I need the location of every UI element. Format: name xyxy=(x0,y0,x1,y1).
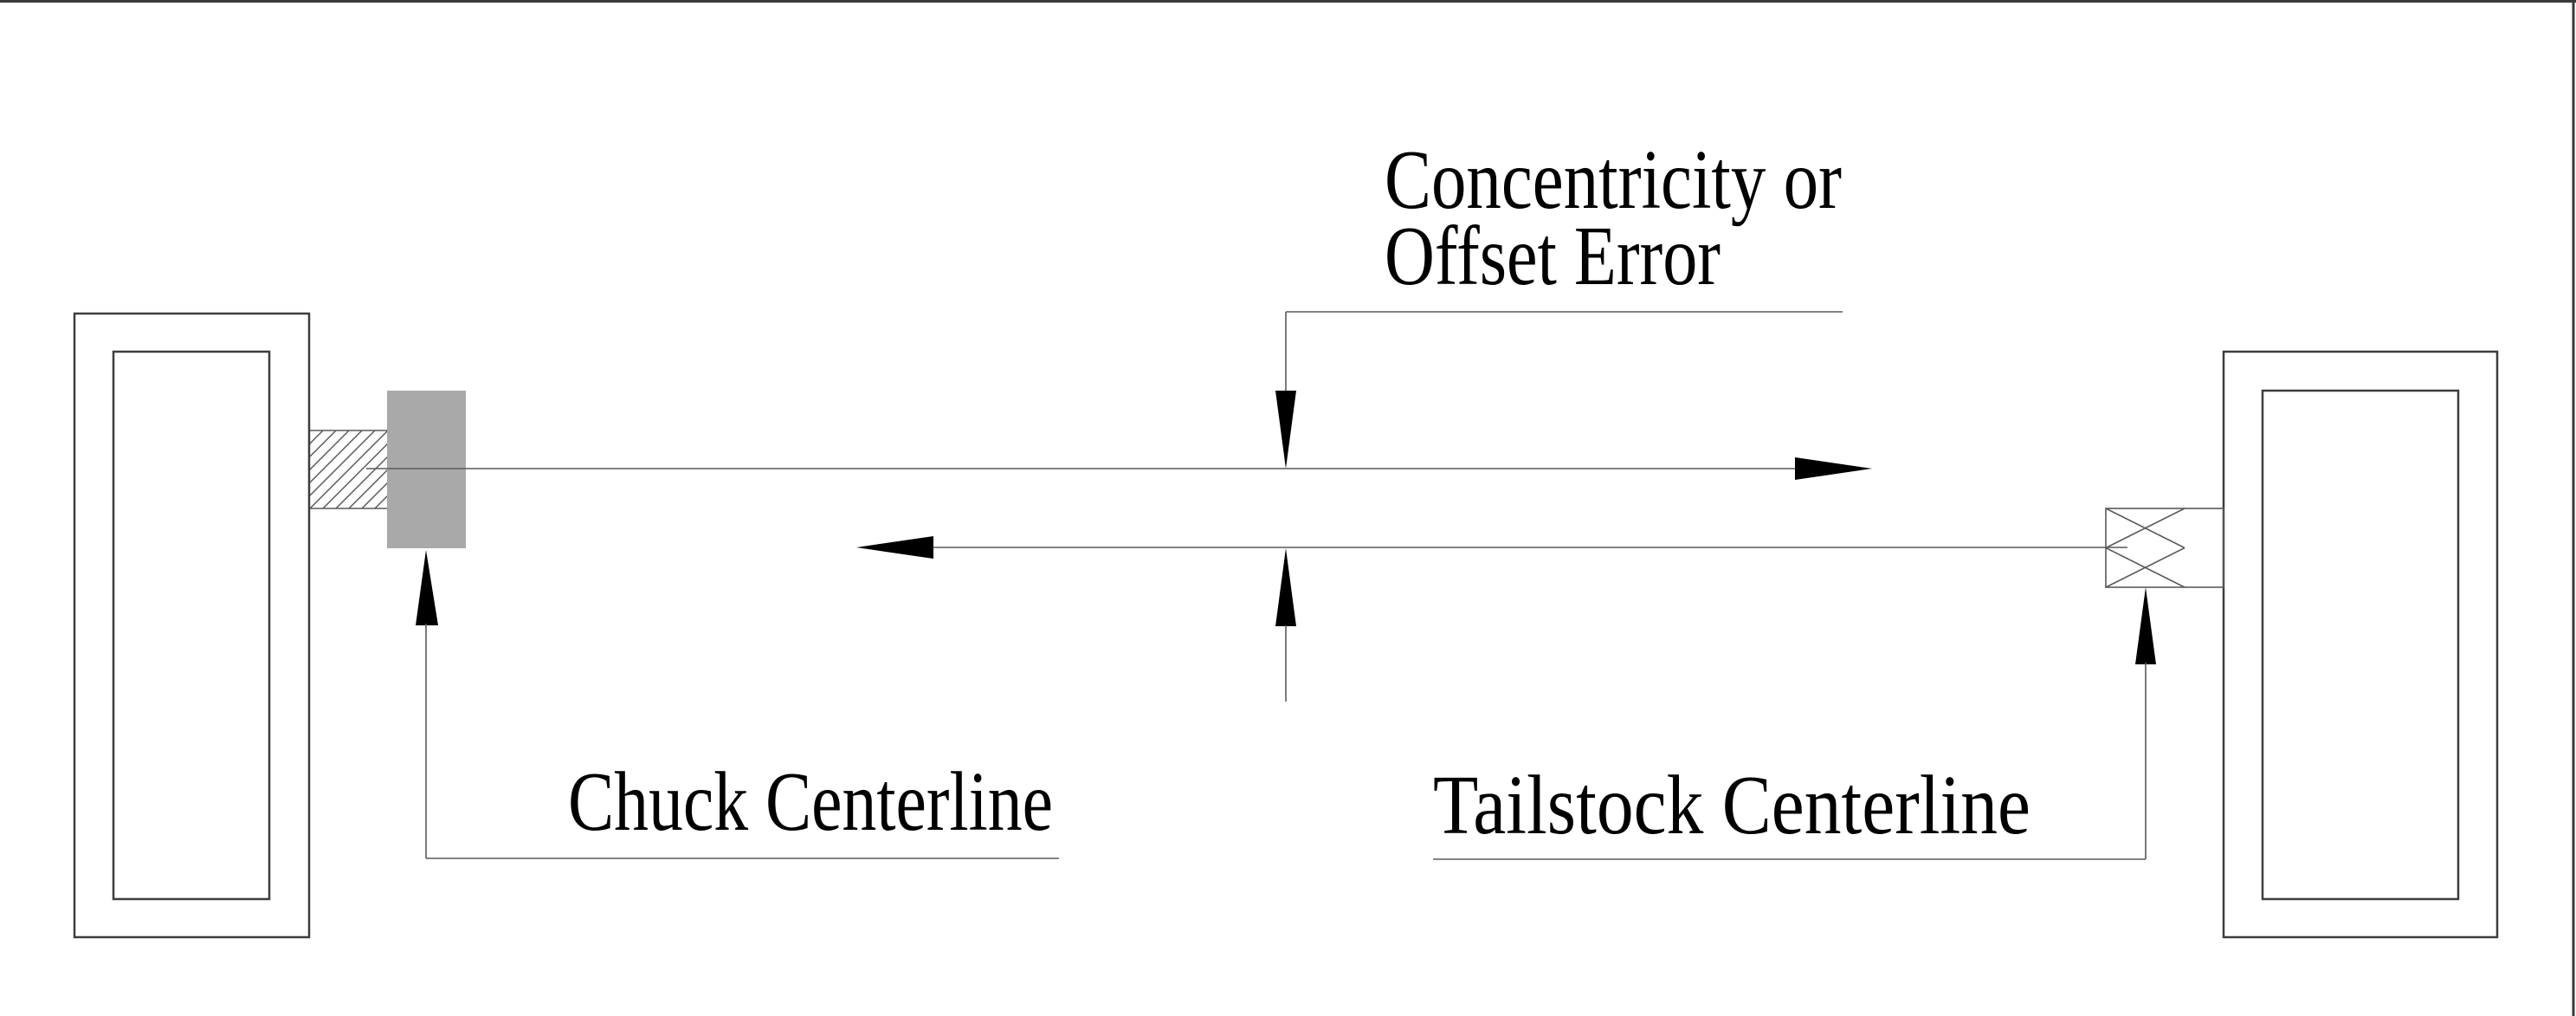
error-up-arrowhead-icon xyxy=(1275,548,1296,626)
chuck-callout-up-arrowhead-icon xyxy=(416,550,438,625)
chuck-centerline-right-arrowhead-icon xyxy=(1795,457,1872,480)
chuck-body-inner-rect xyxy=(112,350,271,901)
tailstock-centerline-label: Tailstock Centerline xyxy=(1433,759,2030,852)
tailstock-body-outer-rect xyxy=(2222,350,2499,939)
tailstock-callout-up-arrowhead-icon xyxy=(2135,587,2156,664)
tailstock-centerline-left-arrowhead-icon xyxy=(856,536,933,559)
spindle-hatch-area xyxy=(310,430,387,508)
chuck-body-outer-rect xyxy=(73,312,311,939)
error-down-arrowhead-icon xyxy=(1275,391,1296,469)
tailstock-body-inner-rect xyxy=(2261,389,2460,901)
error-label-line1: Concentricity or xyxy=(1385,133,1842,227)
tailstock-center-cross-lines xyxy=(2105,508,2185,588)
error-label-line2: Offset Error xyxy=(1385,210,1721,303)
chuck-centerline-label: Chuck Centerline xyxy=(568,755,1053,849)
chuck-jaw-block xyxy=(387,391,466,548)
